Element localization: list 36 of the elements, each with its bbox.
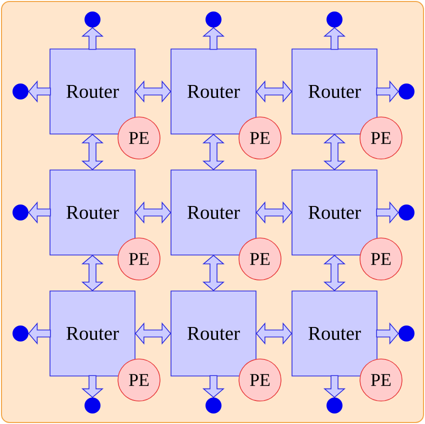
terminal-dot <box>84 12 100 28</box>
terminal-dot <box>12 326 28 342</box>
arrow <box>28 80 51 103</box>
double-arrow <box>256 201 292 224</box>
terminal-dot <box>398 326 414 342</box>
double-arrow <box>81 254 104 292</box>
double-arrow <box>134 322 172 345</box>
arrow <box>376 80 399 103</box>
arrow <box>323 27 346 50</box>
double-arrow <box>256 80 292 103</box>
terminal-dot <box>84 398 100 414</box>
double-arrow <box>323 134 346 170</box>
terminal-dot <box>326 398 342 414</box>
terminal-dot <box>398 84 414 100</box>
terminal-dot <box>206 398 222 414</box>
double-arrow <box>81 134 104 170</box>
terminal-dot <box>206 12 222 28</box>
arrow <box>81 27 104 50</box>
double-arrow <box>134 80 172 103</box>
arrow <box>376 201 399 224</box>
arrow <box>28 201 51 224</box>
arrow <box>202 375 225 398</box>
terminal-dot <box>398 204 414 220</box>
arrow <box>202 27 225 50</box>
arrow <box>28 322 51 345</box>
double-arrow <box>202 254 225 292</box>
terminal-dot <box>12 204 28 220</box>
double-arrow <box>323 254 346 292</box>
arrow <box>323 375 346 398</box>
double-arrow <box>256 322 292 345</box>
double-arrow <box>134 201 172 224</box>
double-arrow <box>202 134 225 170</box>
terminal-dot <box>12 84 28 100</box>
terminal-dot <box>326 12 342 28</box>
arrow <box>376 322 399 345</box>
arrow <box>81 375 104 398</box>
